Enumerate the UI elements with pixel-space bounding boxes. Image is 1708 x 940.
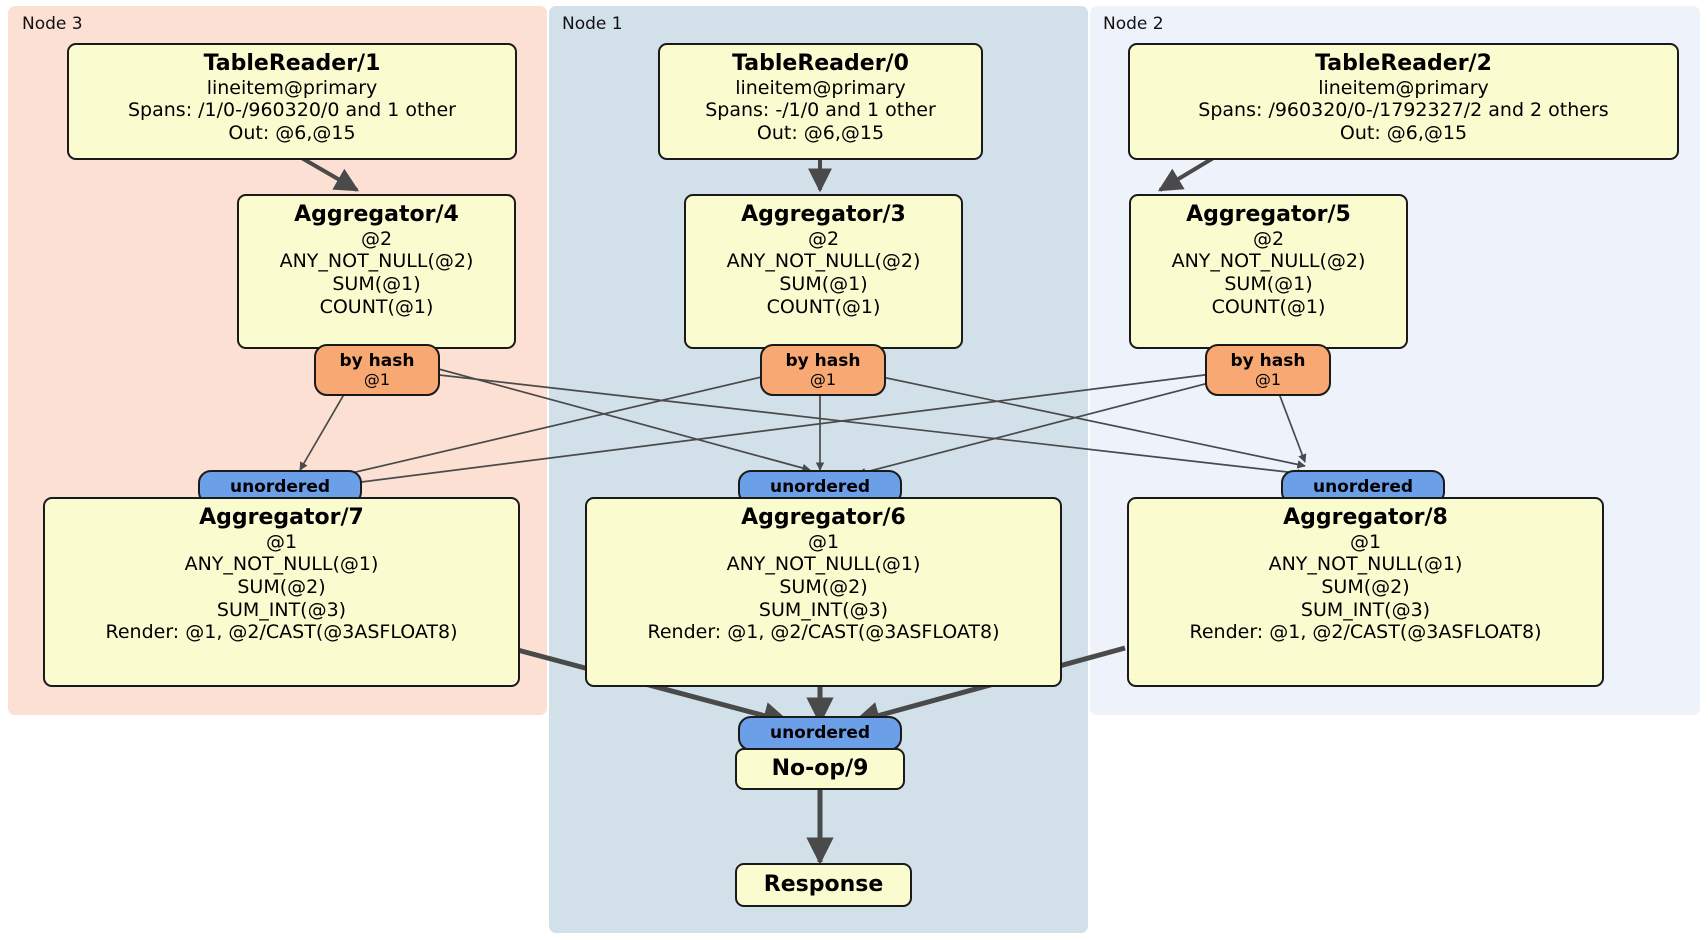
synchronizer-unordered-noop-9[interactable]: unordered (738, 716, 902, 751)
processor-line: SUM_INT(@3) (758, 598, 889, 621)
node-label-node1: Node 1 (562, 14, 623, 34)
processor-line: Out: @6,@15 (756, 121, 885, 144)
processor-line: ANY_NOT_NULL(@2) (1171, 250, 1366, 273)
processor-line: @1 (1349, 530, 1382, 553)
router-column-label: @1 (363, 369, 391, 389)
processor-line: SUM(@2) (779, 575, 868, 598)
processor-line: @2 (360, 227, 393, 250)
processor-noop-9[interactable]: No-op/9 (735, 748, 905, 790)
router-by-hash-aggregator-4[interactable]: by hash @1 (314, 344, 440, 396)
processor-line: SUM_INT(@3) (1300, 598, 1431, 621)
router-kind-label: by hash (785, 350, 861, 371)
processor-line: @1 (807, 530, 840, 553)
processor-line: COUNT(@1) (319, 295, 434, 318)
processor-title: Aggregator/4 (294, 202, 459, 227)
router-kind-label: by hash (339, 350, 415, 371)
processor-line: ANY_NOT_NULL(@1) (184, 553, 379, 576)
processor-line: COUNT(@1) (766, 295, 881, 318)
processor-line: Render: @1, @2/CAST(@3ASFLOAT8) (1189, 621, 1542, 644)
processor-line: SUM(@1) (332, 272, 421, 295)
processor-line: lineitem@primary (1318, 76, 1489, 99)
processor-line: Spans: -/1/0 and 1 other (705, 99, 936, 122)
processor-line: SUM(@2) (1321, 575, 1410, 598)
processor-line: COUNT(@1) (1211, 295, 1326, 318)
processor-title: No-op/9 (771, 756, 869, 782)
processor-title: TableReader/2 (1315, 51, 1492, 76)
processor-line: @1 (265, 530, 298, 553)
synchronizer-kind-label: unordered (229, 477, 331, 498)
processor-aggregator-5[interactable]: Aggregator/5 @2 ANY_NOT_NULL(@2) SUM(@1)… (1129, 194, 1408, 349)
processor-line: Render: @1, @2/CAST(@3ASFLOAT8) (105, 621, 458, 644)
processor-line: ANY_NOT_NULL(@2) (726, 250, 921, 273)
router-column-label: @1 (809, 369, 837, 389)
node-label-node2: Node 2 (1103, 14, 1164, 34)
processor-line: @2 (807, 227, 840, 250)
router-kind-label: by hash (1230, 350, 1306, 371)
processor-line: ANY_NOT_NULL(@1) (1268, 553, 1463, 576)
processor-line: SUM(@1) (1224, 272, 1313, 295)
synchronizer-kind-label: unordered (1312, 477, 1414, 498)
processor-aggregator-6[interactable]: Aggregator/6 @1 ANY_NOT_NULL(@1) SUM(@2)… (585, 497, 1062, 687)
processor-line: ANY_NOT_NULL(@2) (279, 250, 474, 273)
processor-aggregator-4[interactable]: Aggregator/4 @2 ANY_NOT_NULL(@2) SUM(@1)… (237, 194, 516, 349)
processor-title: TableReader/0 (732, 51, 909, 76)
processor-line: Out: @6,@15 (228, 121, 356, 144)
processor-title: Aggregator/6 (741, 505, 906, 530)
processor-line: Render: @1, @2/CAST(@3ASFLOAT8) (647, 621, 1000, 644)
synchronizer-kind-label: unordered (769, 477, 871, 498)
processor-line: SUM(@2) (237, 575, 326, 598)
processor-title: Aggregator/5 (1186, 202, 1351, 227)
router-column-label: @1 (1254, 369, 1282, 389)
processor-title: Aggregator/3 (741, 202, 906, 227)
processor-line: lineitem@primary (735, 76, 906, 99)
processor-aggregator-7[interactable]: Aggregator/7 @1 ANY_NOT_NULL(@1) SUM(@2)… (43, 497, 520, 687)
processor-line: ANY_NOT_NULL(@1) (726, 553, 921, 576)
node-label-node3: Node 3 (22, 14, 83, 34)
processor-title: Aggregator/8 (1283, 505, 1448, 530)
processor-line: lineitem@primary (206, 76, 378, 99)
processor-line: @2 (1252, 227, 1285, 250)
processor-line: Spans: /960320/0-/1792327/2 and 2 others (1198, 99, 1609, 122)
processor-title: Response (763, 872, 884, 898)
processor-table-reader-1[interactable]: TableReader/1 lineitem@primary Spans: /1… (67, 43, 517, 160)
processor-line: SUM_INT(@3) (216, 598, 347, 621)
processor-aggregator-8[interactable]: Aggregator/8 @1 ANY_NOT_NULL(@1) SUM(@2)… (1127, 497, 1604, 687)
processor-title: Aggregator/7 (199, 505, 364, 530)
processor-line: SUM(@1) (779, 272, 868, 295)
router-by-hash-aggregator-3[interactable]: by hash @1 (760, 344, 886, 396)
processor-table-reader-2[interactable]: TableReader/2 lineitem@primary Spans: /9… (1128, 43, 1679, 160)
processor-table-reader-0[interactable]: TableReader/0 lineitem@primary Spans: -/… (658, 43, 983, 160)
processor-title: TableReader/1 (203, 51, 381, 76)
processor-line: Out: @6,@15 (1339, 121, 1468, 144)
processor-line: Spans: /1/0-/960320/0 and 1 other (128, 99, 456, 122)
processor-response[interactable]: Response (735, 863, 912, 907)
synchronizer-kind-label: unordered (769, 723, 871, 744)
processor-aggregator-3[interactable]: Aggregator/3 @2 ANY_NOT_NULL(@2) SUM(@1)… (684, 194, 963, 349)
router-by-hash-aggregator-5[interactable]: by hash @1 (1205, 344, 1331, 396)
